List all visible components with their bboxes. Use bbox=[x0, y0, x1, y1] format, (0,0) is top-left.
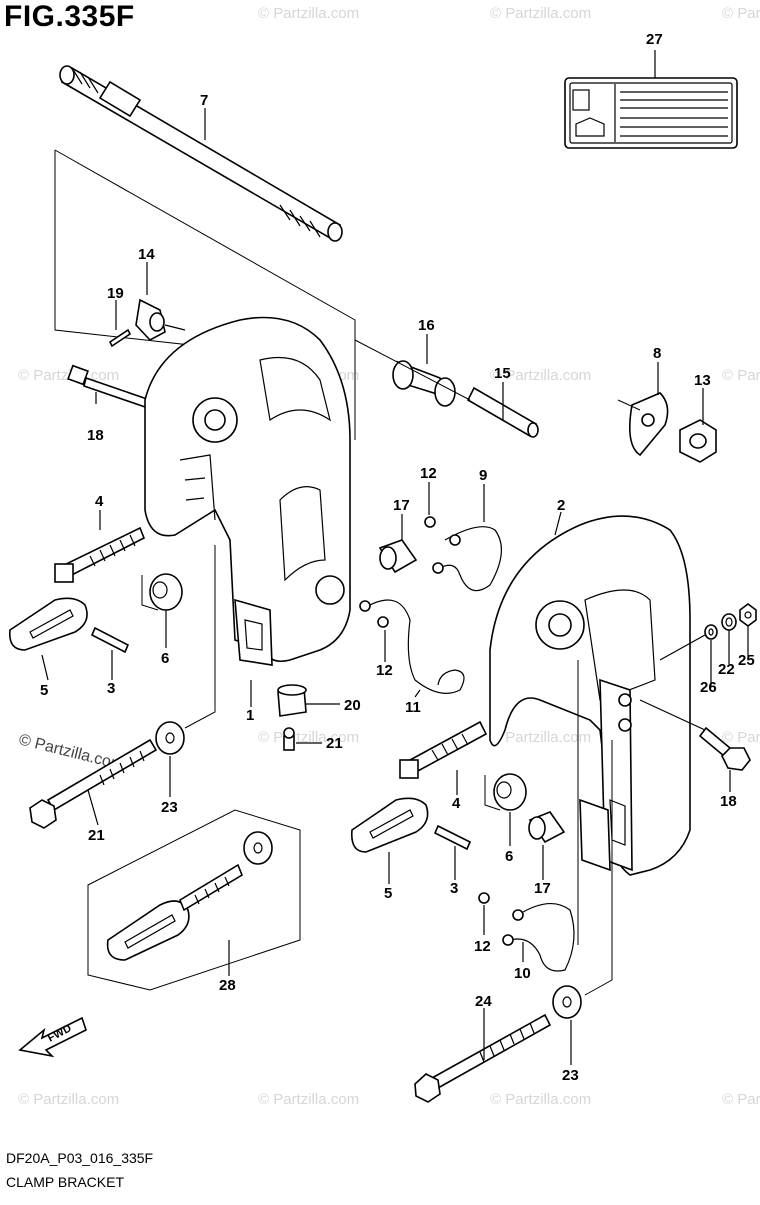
washer-large-left-part[interactable] bbox=[155, 721, 185, 755]
callout-14[interactable]: 14 bbox=[138, 246, 155, 263]
callout-26[interactable]: 26 bbox=[700, 679, 717, 696]
watermark: © Partzilla.com bbox=[258, 1091, 359, 1108]
watermark: © Partzilla.com bbox=[722, 729, 760, 746]
callout-20[interactable]: 20 bbox=[344, 697, 361, 714]
collar-lower-part[interactable] bbox=[528, 811, 566, 844]
callout-5[interactable]: 5 bbox=[40, 682, 48, 699]
bushing-part[interactable] bbox=[392, 360, 456, 407]
callout-12[interactable]: 12 bbox=[420, 465, 437, 482]
callout-15[interactable]: 15 bbox=[494, 365, 511, 382]
tilt-tube-part[interactable] bbox=[59, 65, 343, 242]
callout-27[interactable]: 27 bbox=[646, 31, 663, 48]
warning-label-part[interactable] bbox=[564, 77, 738, 149]
plate-part[interactable] bbox=[629, 392, 669, 457]
thumb-screw-right-part[interactable] bbox=[399, 720, 488, 779]
watermark: © Partzilla.com bbox=[490, 5, 591, 22]
nut-small-part[interactable] bbox=[739, 603, 757, 627]
watermark: © Partzilla.com bbox=[490, 1091, 591, 1108]
callout-23[interactable]: 23 bbox=[161, 799, 178, 816]
tilt-pin-part[interactable] bbox=[466, 386, 539, 438]
watermark: © Partzilla.com bbox=[722, 367, 760, 384]
callout-25[interactable]: 25 bbox=[738, 652, 755, 669]
screw-c-part[interactable] bbox=[478, 892, 490, 904]
washer-pad-right-part[interactable] bbox=[493, 773, 527, 811]
callout-23[interactable]: 23 bbox=[562, 1067, 579, 1084]
callout-3[interactable]: 3 bbox=[107, 680, 115, 697]
watermark: © Partzilla.com bbox=[722, 5, 760, 22]
bolt-lower-part[interactable] bbox=[698, 726, 751, 771]
figure-title: FIG.335F bbox=[4, 0, 135, 33]
screw-b-part[interactable] bbox=[377, 616, 389, 628]
washer-small-part[interactable] bbox=[704, 624, 718, 640]
watermark: © Partzilla.com bbox=[258, 5, 359, 22]
callout-18[interactable]: 18 bbox=[87, 427, 104, 444]
callout-18[interactable]: 18 bbox=[720, 793, 737, 810]
callout-7[interactable]: 7 bbox=[200, 92, 208, 109]
figure-name: CLAMP BRACKET bbox=[6, 1174, 124, 1190]
callout-19[interactable]: 19 bbox=[107, 285, 124, 302]
callout-10[interactable]: 10 bbox=[514, 965, 531, 982]
callout-28[interactable]: 28 bbox=[219, 977, 236, 994]
ground-wire-b-part[interactable] bbox=[359, 599, 465, 694]
ground-wire-c-part[interactable] bbox=[502, 903, 575, 972]
pin-part[interactable] bbox=[135, 298, 166, 341]
clamp-handle-left-part[interactable] bbox=[8, 597, 88, 651]
clamp-screw-kit-part[interactable] bbox=[87, 809, 301, 991]
callout-17[interactable]: 17 bbox=[393, 497, 410, 514]
washer-lock-part[interactable] bbox=[721, 613, 737, 631]
screw-a-part[interactable] bbox=[424, 516, 436, 528]
callout-21[interactable]: 21 bbox=[88, 827, 105, 844]
rubber-mount-part[interactable] bbox=[277, 684, 307, 717]
collar-upper-part[interactable] bbox=[378, 539, 418, 574]
callout-22[interactable]: 22 bbox=[718, 661, 735, 678]
callout-16[interactable]: 16 bbox=[418, 317, 435, 334]
callout-labels: 7 14 19 18 16 15 8 13 27 12 9 17 2 4 6 5… bbox=[40, 31, 755, 1084]
stern-bracket-right-part[interactable] bbox=[489, 515, 691, 876]
callout-13[interactable]: 13 bbox=[694, 372, 711, 389]
callout-21[interactable]: 21 bbox=[326, 735, 343, 752]
callout-4[interactable]: 4 bbox=[95, 493, 104, 510]
callout-6[interactable]: 6 bbox=[505, 848, 513, 865]
watermark: © Partzilla.com bbox=[490, 729, 591, 746]
long-bolt-left-part[interactable] bbox=[29, 738, 158, 829]
callout-12[interactable]: 12 bbox=[376, 662, 393, 679]
callout-8[interactable]: 8 bbox=[653, 345, 661, 362]
watermark: © Partzilla.com bbox=[722, 1091, 760, 1108]
callout-9[interactable]: 9 bbox=[479, 467, 487, 484]
callout-11[interactable]: 11 bbox=[405, 699, 421, 716]
nut-part[interactable] bbox=[679, 419, 717, 463]
callout-17[interactable]: 17 bbox=[534, 880, 551, 897]
callout-12[interactable]: 12 bbox=[474, 938, 491, 955]
watermark: © Partzilla.com bbox=[18, 1091, 119, 1108]
ground-wire-a-part[interactable] bbox=[432, 526, 502, 592]
pin-right-part[interactable] bbox=[433, 824, 472, 851]
callout-6[interactable]: 6 bbox=[161, 650, 169, 667]
callout-1[interactable]: 1 bbox=[246, 707, 254, 724]
callout-24[interactable]: 24 bbox=[475, 993, 492, 1010]
callout-2[interactable]: 2 bbox=[557, 497, 565, 514]
figure-code: DF20A_P03_016_335F bbox=[6, 1150, 154, 1166]
watermark: © Partzilla.com bbox=[490, 367, 591, 384]
washer-large-right-part[interactable] bbox=[552, 985, 582, 1019]
stern-bracket-left-part[interactable] bbox=[144, 316, 351, 666]
thumb-screw-left-part[interactable] bbox=[54, 526, 146, 583]
screw-small-part[interactable] bbox=[283, 727, 295, 751]
cotter-pin-part[interactable] bbox=[108, 328, 132, 348]
washer-pad-left-part[interactable] bbox=[149, 573, 183, 611]
clamp-handle-right-part[interactable] bbox=[350, 797, 429, 853]
callout-3[interactable]: 3 bbox=[450, 880, 458, 897]
forward-arrow-icon: FWD bbox=[18, 1016, 87, 1058]
callout-4[interactable]: 4 bbox=[452, 795, 461, 812]
long-bolt-bottom-part[interactable] bbox=[414, 1013, 552, 1103]
callout-5[interactable]: 5 bbox=[384, 885, 392, 902]
pin-left-part[interactable] bbox=[90, 626, 130, 654]
